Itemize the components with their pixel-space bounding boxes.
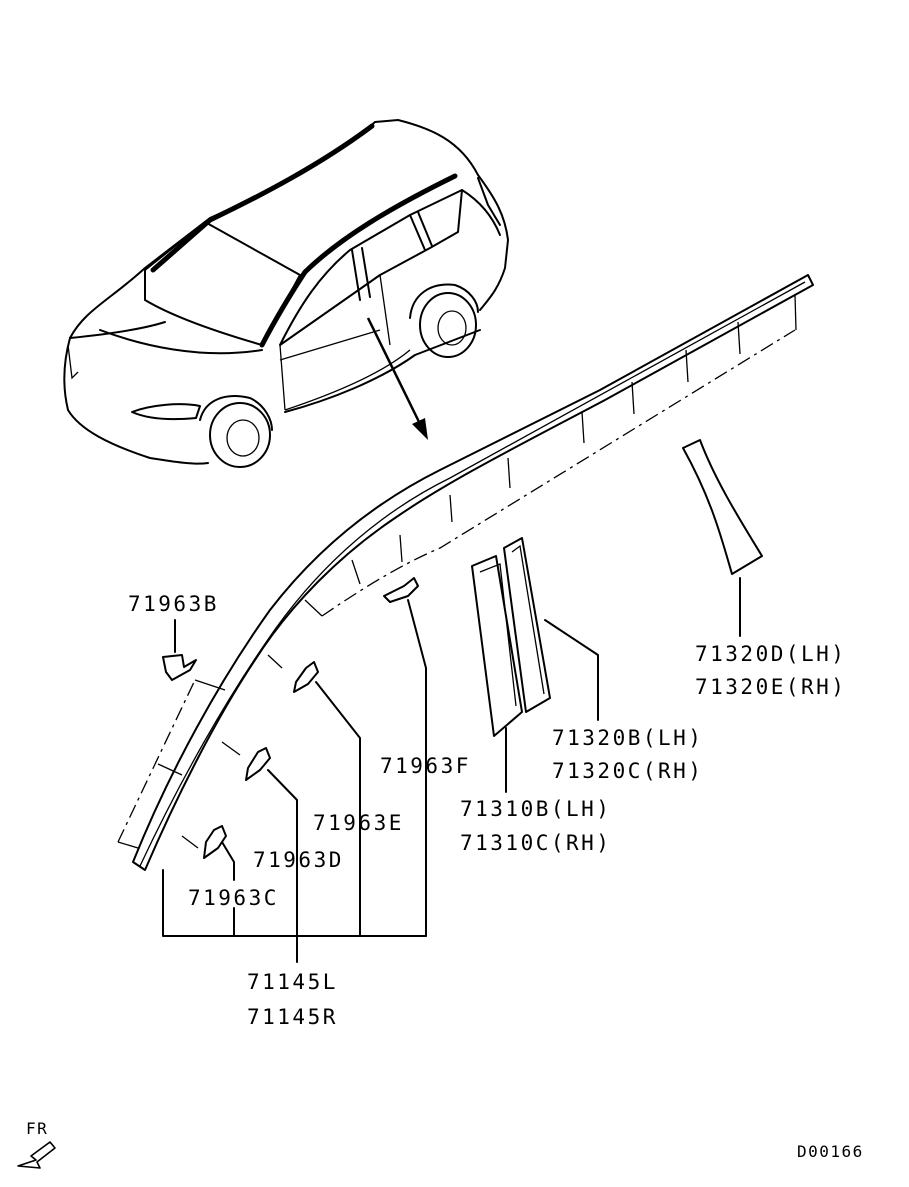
- pillar-garnish-71310: [471, 555, 523, 737]
- label-71963c: 71963C: [188, 886, 279, 910]
- front-direction-label: FR: [26, 1119, 48, 1138]
- clip-71963d-icon: [245, 747, 271, 781]
- diagram-code: D00166: [797, 1142, 864, 1161]
- label-71320c: 71320C(RH): [552, 759, 703, 783]
- label-71145r: 71145R: [247, 1005, 338, 1029]
- label-71310c: 71310C(RH): [460, 831, 611, 855]
- label-71963e: 71963E: [313, 811, 404, 835]
- pillar-garnish-71320d: [682, 439, 763, 575]
- leader-lines: [162, 577, 741, 963]
- label-71963d: 71963D: [253, 848, 344, 872]
- label-71320e: 71320E(RH): [695, 675, 846, 699]
- part-labels: 71963B 71320D(LH) 71320E(RH) 71320B(LH) …: [128, 592, 846, 1029]
- front-direction-indicator: FR: [17, 1119, 56, 1169]
- label-71320d: 71320D(LH): [695, 642, 846, 666]
- clip-71963c-icon: [203, 825, 227, 859]
- label-71320b: 71320B(LH): [552, 726, 703, 750]
- clip-71963f-icon: [383, 577, 419, 603]
- roof-drip-molding: [117, 274, 814, 871]
- label-71963b: 71963B: [128, 592, 219, 616]
- clip-71963e-icon: [293, 661, 319, 693]
- front-arrow-icon: [17, 1141, 56, 1169]
- label-71145l: 71145L: [247, 970, 338, 994]
- vehicle-illustration: [63, 119, 509, 468]
- pillar-garnish-71320b: [503, 537, 551, 713]
- clip-71963b-icon: [162, 654, 197, 681]
- label-71963f: 71963F: [380, 754, 471, 778]
- label-71310b: 71310B(LH): [460, 797, 611, 821]
